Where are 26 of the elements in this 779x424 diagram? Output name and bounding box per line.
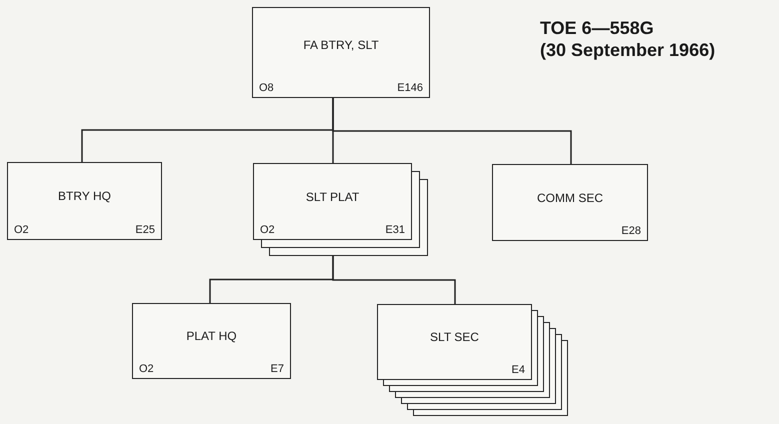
unit-name: FA BTRY, SLT bbox=[302, 38, 380, 52]
unit-box bbox=[253, 163, 412, 240]
enlisted-count: E25 bbox=[135, 224, 155, 236]
enlisted-count: E28 bbox=[621, 225, 641, 237]
connector-line bbox=[332, 256, 456, 304]
officer-count: O8 bbox=[259, 82, 274, 94]
officer-count: O2 bbox=[14, 224, 29, 236]
officer-count: O2 bbox=[260, 224, 275, 236]
unit-name: COMM SEC bbox=[536, 190, 604, 204]
unit-name: PLAT HQ bbox=[185, 329, 238, 344]
document-title: TOE 6—558G bbox=[540, 18, 654, 39]
unit-box bbox=[132, 303, 291, 379]
unit-box bbox=[252, 7, 430, 98]
officer-count: O2 bbox=[139, 363, 154, 375]
enlisted-count: E31 bbox=[385, 224, 405, 236]
enlisted-count: E4 bbox=[512, 364, 525, 376]
document-date: (30 September 1966) bbox=[540, 40, 716, 61]
unit-name: SLT PLAT bbox=[304, 190, 360, 204]
enlisted-count: E7 bbox=[270, 363, 284, 375]
connector-line bbox=[332, 98, 572, 164]
unit-name: BTRY HQ bbox=[57, 188, 112, 203]
unit-box bbox=[377, 304, 532, 380]
unit-name: SLT SEC bbox=[429, 330, 480, 344]
enlisted-count: E146 bbox=[397, 82, 423, 94]
unit-box bbox=[7, 162, 162, 240]
unit-box bbox=[492, 164, 648, 241]
